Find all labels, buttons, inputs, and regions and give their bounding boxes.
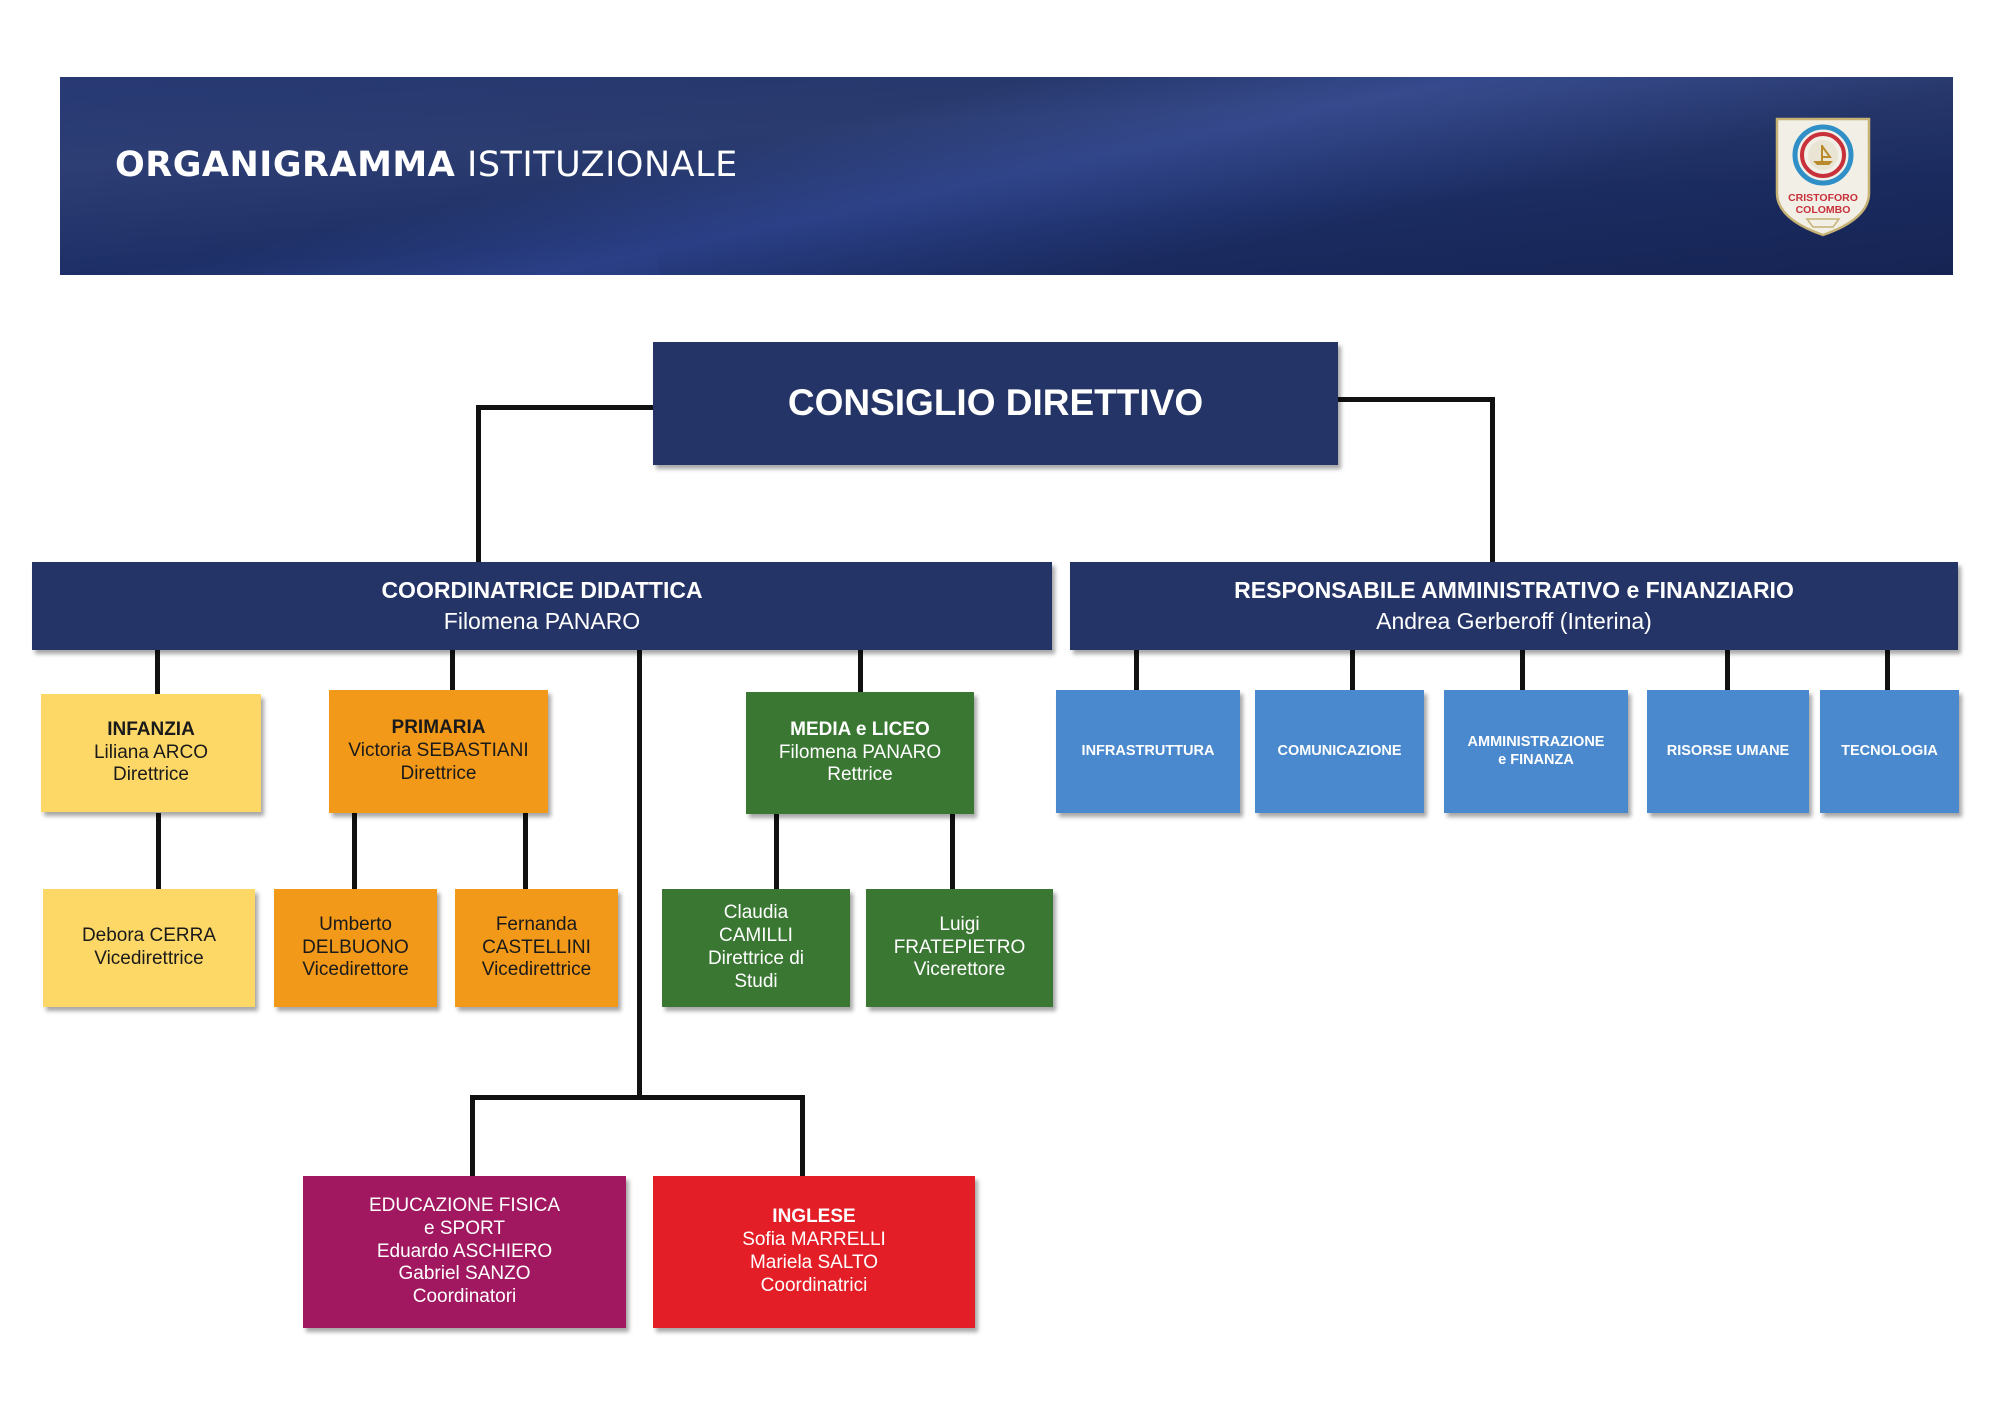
connector [1350, 650, 1355, 690]
inglese-title: INGLESE [772, 1206, 856, 1228]
page-title: ORGANIGRAMMA ISTITUZIONALE [115, 145, 738, 185]
inglese-name-2: Mariela SALTO [749, 1252, 879, 1273]
connector [800, 1095, 805, 1177]
media-vice-1-first: Claudia [723, 902, 789, 924]
connector [1490, 397, 1495, 565]
primaria-title: PRIMARIA [391, 717, 486, 739]
risorse-umane-label: RISORSE UMANE [1666, 742, 1790, 759]
primaria-vice-1-role: Vicedirettore [302, 959, 409, 981]
inglese-name-1: Sofia MARRELLI [742, 1229, 886, 1251]
title-light: ISTITUZIONALE [467, 145, 738, 185]
infrastruttura-box: INFRASTRUTTURA [1056, 690, 1240, 813]
infrastruttura-label: INFRASTRUTTURA [1081, 742, 1215, 759]
primaria-vice-2-role: Vicedirettrice [481, 959, 592, 981]
comunicazione-box: COMUNICAZIONE [1255, 690, 1424, 813]
responsabile-amministrativo-box: RESPONSABILE AMMINISTRATIVO e FINANZIARI… [1070, 562, 1958, 650]
media-vice-1-role-2: Studi [734, 970, 778, 992]
media-vice-1-box: Claudia CAMILLI Direttrice di Studi [662, 889, 850, 1007]
tecnologia-box: TECNOLOGIA [1820, 690, 1959, 813]
media-role: Rettrice [827, 764, 893, 786]
connector [950, 813, 955, 889]
connector [858, 650, 863, 692]
infanzia-vice-role: Vicedirettrice [94, 948, 204, 969]
edfisica-role: Coordinatori [412, 1286, 517, 1308]
media-vice-1-last: CAMILLI [719, 925, 793, 947]
primaria-vice-1-first: Umberto [319, 913, 392, 935]
title-bold: ORGANIGRAMMA [115, 145, 456, 185]
media-vice-2-last: FRATEPIETRO [893, 936, 1026, 958]
consiglio-direttivo-label: CONSIGLIO DIRETTIVO [787, 382, 1204, 424]
media-vice-2-box: Luigi FRATEPIETRO Vicerettore [866, 889, 1053, 1007]
logo-text-2: COLOMBO [1796, 204, 1851, 216]
primaria-vice-1-box: Umberto DELBUONO Vicedirettore [274, 889, 437, 1007]
primaria-vice-2-box: Fernanda CASTELLINI Vicedirettrice [455, 889, 618, 1007]
connector [470, 1095, 475, 1177]
primaria-role: Direttrice [400, 762, 477, 784]
consiglio-direttivo-box: CONSIGLIO DIRETTIVO [653, 342, 1338, 465]
connector [155, 650, 160, 696]
logo-text-1: CRISTOFORO [1788, 192, 1858, 204]
coordinatrice-name: Filomena PANARO [443, 607, 641, 634]
primaria-vice-1-last: DELBUONO [302, 936, 409, 958]
inglese-role: Coordinatrici [760, 1274, 868, 1296]
school-logo-icon: CRISTOFORO COLOMBO [1775, 117, 1871, 237]
responsabile-title: RESPONSABILE AMMINISTRATIVO e FINANZIARI… [1234, 576, 1794, 603]
responsabile-name: Andrea Gerberoff (Interina) [1376, 607, 1652, 634]
header-banner: ORGANIGRAMMA ISTITUZIONALE CRISTOFORO CO… [60, 77, 1953, 275]
connector [156, 813, 161, 889]
connector [774, 813, 779, 889]
media-liceo-box: MEDIA e LICEO Filomena PANARO Rettrice [746, 692, 974, 814]
coordinatrice-didattica-box: COORDINATRICE DIDATTICA Filomena PANARO [32, 562, 1052, 650]
connector [637, 650, 642, 1098]
infanzia-box: INFANZIA Liliana ARCO Direttrice [41, 694, 261, 812]
primaria-box: PRIMARIA Victoria SEBASTIANI Direttrice [329, 690, 548, 813]
media-title: MEDIA e LICEO [790, 718, 930, 740]
infanzia-vice-name: Debora CERRA [81, 925, 217, 947]
connector [1338, 397, 1495, 402]
infanzia-vice-box: Debora CERRA Vicedirettrice [43, 889, 255, 1007]
tecnologia-label: TECNOLOGIA [1841, 742, 1938, 759]
amministrazione-label-1: AMMINISTRAZIONE [1467, 734, 1605, 751]
connector [1885, 650, 1890, 690]
infanzia-title: INFANZIA [107, 718, 195, 740]
media-vice-2-first: Luigi [939, 913, 980, 935]
edfisica-name-2: Gabriel SANZO [398, 1263, 531, 1285]
educazione-fisica-box: EDUCAZIONE FISICA e SPORT Eduardo ASCHIE… [303, 1176, 626, 1328]
primaria-name: Victoria SEBASTIANI [348, 740, 529, 762]
connector [1134, 650, 1139, 690]
media-vice-1-role-1: Direttrice di [707, 948, 805, 969]
edfisica-title-1: EDUCAZIONE FISICA [368, 1195, 561, 1216]
edfisica-name-1: Eduardo ASCHIERO [376, 1240, 553, 1262]
connector [476, 405, 481, 565]
primaria-vice-2-last: CASTELLINI [482, 936, 591, 958]
media-name: Filomena PANARO [778, 741, 942, 763]
amministrazione-finanza-box: AMMINISTRAZIONE e FINANZA [1444, 690, 1628, 813]
connector [523, 813, 528, 889]
amministrazione-label-2: e FINANZA [1498, 751, 1574, 768]
connector [1520, 650, 1525, 690]
coordinatrice-title: COORDINATRICE DIDATTICA [381, 576, 703, 603]
edfisica-title-2: e SPORT [424, 1217, 505, 1239]
connector [352, 813, 357, 889]
infanzia-name: Liliana ARCO [93, 741, 209, 763]
media-vice-2-role: Vicerettore [913, 959, 1006, 981]
connector [476, 405, 656, 410]
infanzia-role: Direttrice [112, 764, 189, 786]
connector [470, 1095, 805, 1100]
primaria-vice-2-first: Fernanda [495, 913, 578, 935]
inglese-box: INGLESE Sofia MARRELLI Mariela SALTO Coo… [653, 1176, 975, 1328]
risorse-umane-box: RISORSE UMANE [1647, 690, 1809, 813]
comunicazione-label: COMUNICAZIONE [1277, 742, 1402, 759]
connector [1725, 650, 1730, 690]
connector [450, 650, 455, 692]
